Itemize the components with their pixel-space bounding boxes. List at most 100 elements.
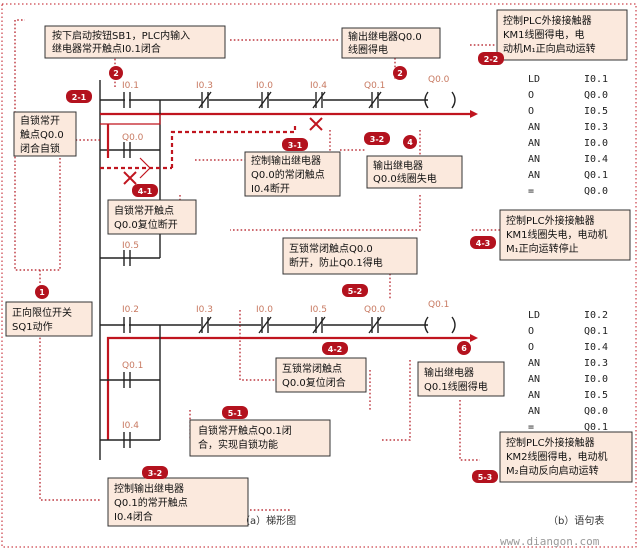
contact-I0-4-nc: I0.4	[310, 81, 327, 109]
svg-text:4-1: 4-1	[138, 187, 153, 196]
stl-operand: I0.4	[584, 342, 608, 353]
break-mark-2	[123, 171, 137, 185]
svg-text:闭合自锁: 闭合自锁	[20, 142, 60, 155]
stl-op: AN	[528, 406, 540, 417]
svg-text:线圈得电: 线圈得电	[348, 43, 388, 56]
contact-I0-1: I0.1	[122, 81, 139, 108]
note-15: 控制输出继电器 Q0.1的常开触点 I0.4闭合	[107, 477, 249, 527]
note-7: 自锁常开触点 Q0.0复位断开	[107, 199, 197, 235]
badge-6: 6	[457, 341, 471, 355]
svg-text:5-3: 5-3	[478, 473, 492, 482]
svg-text:5-1: 5-1	[228, 409, 243, 418]
badge-3-1: 3-1	[282, 138, 308, 151]
note-14: 控制PLC外接接触器 KM2线圈得电，电动机 M₂自动反向启动运转	[499, 431, 633, 483]
svg-text:3-1: 3-1	[288, 141, 303, 150]
note-6: 输出继电器 Q0.0线圈失电	[366, 155, 463, 189]
badge-2a: 2	[109, 66, 123, 80]
rung-2: I0.2 I0.3 I0.0 I0.5 Q0.0 Q0.1	[100, 300, 478, 440]
stl-operand: Q0.0	[584, 186, 608, 197]
svg-text:控制输出继电器: 控制输出继电器	[114, 482, 184, 495]
stl-op: AN	[528, 138, 540, 149]
svg-text:5-2: 5-2	[348, 287, 362, 296]
stl-op: AN	[528, 358, 540, 369]
contact-Q0-0-nc: Q0.0	[364, 305, 386, 334]
note-1: 按下启动按钮SB1，PLC内输入 继电器常开触点I0.1闭合	[44, 25, 226, 59]
note-5: 控制输出继电器 Q0.0的常闭触点 I0.4断开	[244, 151, 341, 197]
badge-5-1: 5-1	[222, 406, 248, 419]
svg-text:KM1线圈失电，电动机: KM1线圈失电，电动机	[506, 228, 608, 241]
contact-I0-0-nc-2: I0.0	[256, 305, 273, 334]
svg-text:自锁常开触点: 自锁常开触点	[114, 204, 174, 217]
stl-operand: I0.2	[584, 310, 608, 321]
svg-text:I0.5: I0.5	[310, 305, 327, 315]
contact-Q0-1-nc: Q0.1	[364, 81, 385, 109]
note-12: 输出继电器 Q0.1线圈得电	[417, 361, 505, 397]
svg-text:Q0.0: Q0.0	[428, 75, 450, 85]
svg-text:KM2线圈得电，电动机: KM2线圈得电，电动机	[506, 450, 608, 463]
stl-op: O	[528, 342, 534, 353]
svg-text:2: 2	[113, 69, 119, 78]
stl-op: LD	[528, 74, 540, 85]
stl-op: =	[528, 422, 534, 433]
svg-text:Q0.0复位断开: Q0.0复位断开	[114, 218, 178, 231]
rung-2-branch-I0-4: I0.4	[100, 380, 161, 448]
note-2: 输出继电器Q0.0 线圈得电	[341, 27, 441, 59]
svg-text:互锁常闭触点: 互锁常闭触点	[282, 362, 342, 375]
svg-text:I0.4闭合: I0.4闭合	[114, 510, 153, 523]
stl-op: O	[528, 106, 534, 117]
svg-text:3-2: 3-2	[148, 469, 162, 478]
stl-op: AN	[528, 154, 540, 165]
outer-frame	[1, 3, 637, 548]
svg-text:输出继电器Q0.0: 输出继电器Q0.0	[348, 30, 422, 43]
svg-text:Q0.1的常开触点: Q0.1的常开触点	[114, 496, 188, 509]
stl-op: AN	[528, 122, 540, 133]
stl-operand: I0.1	[584, 74, 608, 85]
svg-text:4-3: 4-3	[476, 239, 490, 248]
svg-text:I0.4断开: I0.4断开	[251, 182, 290, 195]
svg-text:6: 6	[461, 344, 467, 353]
stl-op: O	[528, 326, 534, 337]
caption-ladder: （a）梯形图	[240, 514, 296, 527]
stl-operand: I0.0	[584, 374, 608, 385]
svg-text:输出继电器: 输出继电器	[424, 366, 474, 379]
svg-text:1: 1	[39, 288, 45, 297]
coil-Q0-1: Q0.1	[424, 300, 456, 334]
svg-text:M₁正向运转停止: M₁正向运转停止	[506, 242, 579, 255]
connector-lines	[14, 19, 500, 511]
note-8: 控制PLC外接接触器 KM1线圈失电，电动机 M₁正向运转停止	[499, 209, 631, 261]
svg-text:合，实现自锁功能: 合，实现自锁功能	[198, 438, 278, 451]
stl-operand: I0.5	[584, 106, 608, 117]
svg-text:4: 4	[407, 138, 413, 147]
stl-operand: Q0.0	[584, 406, 608, 417]
svg-text:Q0.1线圈得电: Q0.1线圈得电	[424, 380, 488, 393]
svg-text:Q0.1: Q0.1	[122, 361, 143, 371]
badge-5-3: 5-3	[472, 470, 498, 483]
svg-text:输出继电器: 输出继电器	[373, 159, 423, 172]
contact-I0-0-nc: I0.0	[256, 81, 273, 109]
stl-operand: I0.3	[584, 358, 608, 369]
svg-text:2-1: 2-1	[72, 93, 87, 102]
svg-text:I0.3: I0.3	[196, 305, 213, 315]
stl-operand: Q0.1	[584, 326, 608, 337]
svg-text:2: 2	[397, 69, 403, 78]
stl-op: AN	[528, 390, 540, 401]
svg-text:自锁常开触点Q0.1闭: 自锁常开触点Q0.1闭	[198, 424, 292, 437]
stl-op: O	[528, 90, 534, 101]
note-3: 控制PLC外接接触器 KM1线圈得电，电 动机M₁正向启动运转	[496, 9, 628, 61]
badge-4-1: 4-1	[132, 184, 158, 197]
svg-text:I0.0: I0.0	[256, 81, 273, 91]
note-4: 自锁常开 触点Q0.0 闭合自锁	[13, 111, 77, 157]
svg-text:3-2: 3-2	[370, 135, 384, 144]
badge-2-2: 2-2	[478, 52, 504, 65]
stl-operand: Q0.1	[584, 422, 608, 433]
svg-text:KM1线圈得电，电: KM1线圈得电，电	[503, 28, 585, 41]
rung-1: I0.1 I0.3 I0.0 I0.4 Q0.1 Q0.0	[100, 75, 478, 118]
svg-text:M₂自动反向启动运转: M₂自动反向启动运转	[506, 464, 599, 477]
svg-text:继电器常开触点I0.1闭合: 继电器常开触点I0.1闭合	[52, 42, 161, 55]
badge-2b: 2	[393, 66, 407, 80]
svg-text:2-2: 2-2	[484, 55, 498, 64]
break-mark-1	[309, 117, 323, 131]
svg-text:控制PLC外接接触器: 控制PLC外接接触器	[506, 214, 595, 227]
